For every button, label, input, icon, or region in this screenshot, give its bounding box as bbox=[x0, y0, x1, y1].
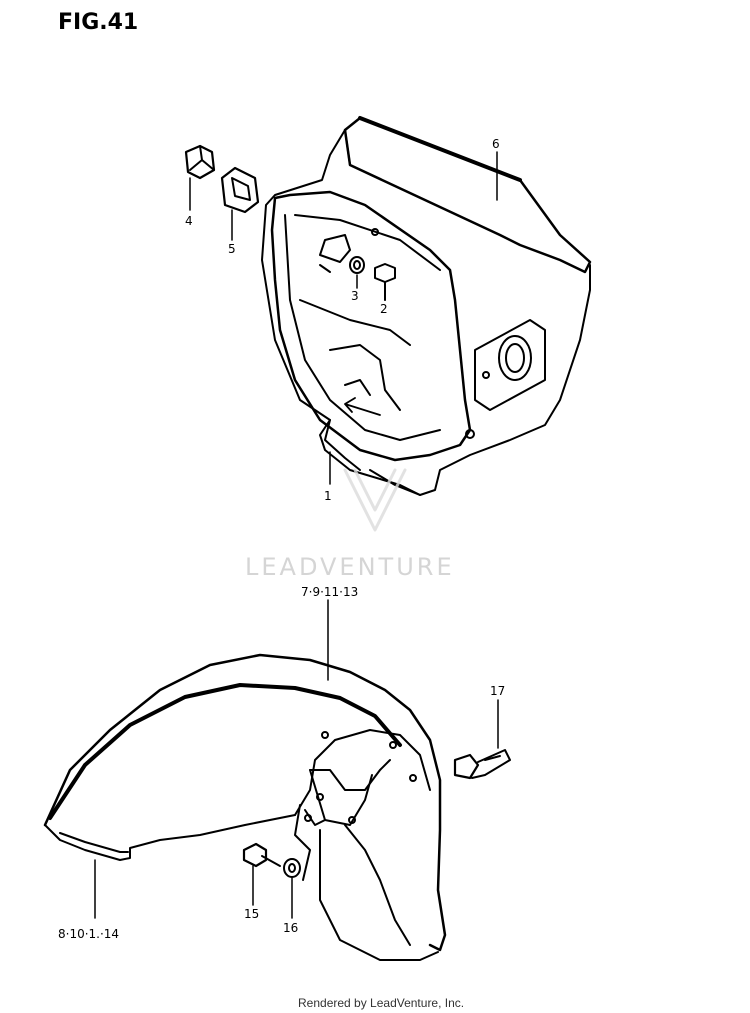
leader-lines bbox=[94, 151, 499, 919]
housing-trim bbox=[343, 116, 592, 274]
figure-title: FIG.41 bbox=[58, 10, 139, 35]
callout-15: 15 bbox=[244, 907, 259, 921]
callout-3: 3 bbox=[351, 289, 359, 303]
headlight-housing bbox=[261, 116, 592, 496]
callout-labels: 1 2 3 4 5 6 7·9·11·13 8·10·1.·14 15 16 1… bbox=[58, 137, 505, 941]
callout-2: 2 bbox=[380, 302, 388, 316]
footer-credit: Rendered by LeadVenture, Inc. bbox=[298, 996, 465, 1010]
reflector-clip bbox=[453, 749, 511, 780]
front-fender bbox=[43, 653, 447, 961]
nut bbox=[184, 144, 216, 180]
callout-8-10-12-14: 8·10·1.·14 bbox=[58, 927, 119, 941]
fender-washer bbox=[283, 858, 301, 878]
grommet bbox=[220, 166, 260, 214]
callout-6: 6 bbox=[492, 137, 500, 151]
fender-bolt bbox=[242, 842, 281, 868]
callout-17: 17 bbox=[490, 684, 505, 698]
callout-7-9-11-13: 7·9·11·13 bbox=[301, 585, 358, 599]
callout-5: 5 bbox=[228, 242, 236, 256]
callout-1: 1 bbox=[324, 489, 332, 503]
washer bbox=[349, 256, 365, 274]
callout-4: 4 bbox=[185, 214, 193, 228]
watermark-text: LEADVENTURE bbox=[245, 553, 455, 581]
callout-16: 16 bbox=[283, 921, 298, 935]
watermark-logo bbox=[343, 468, 407, 532]
